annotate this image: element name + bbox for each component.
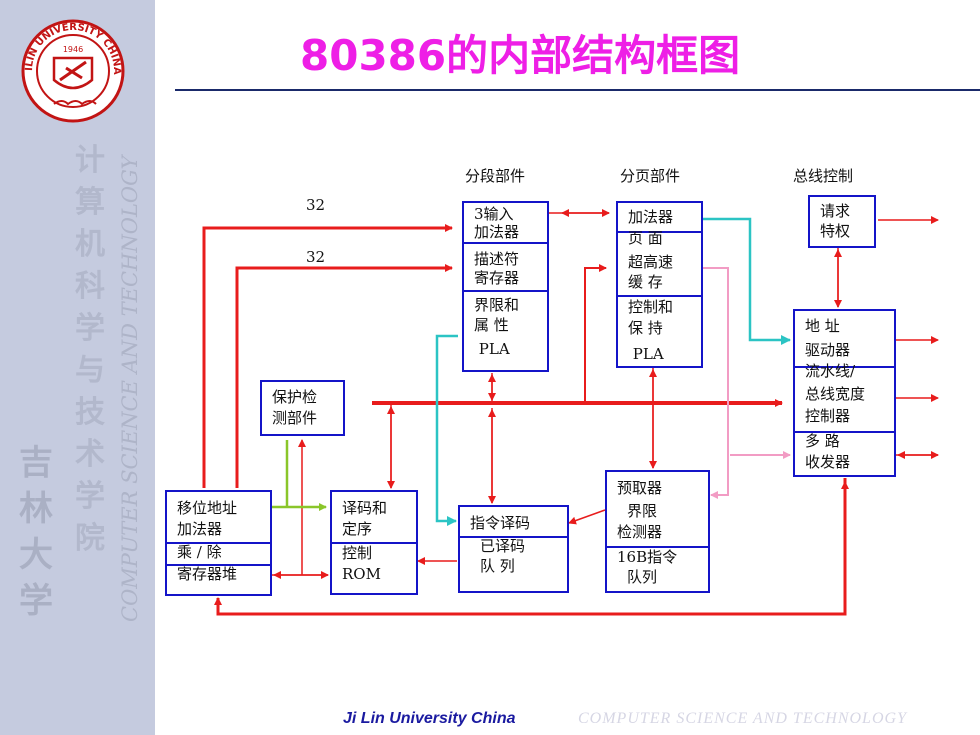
busctl-line-6: 多 路 [805, 433, 840, 450]
segmentation-unit-block: 3输入 加法器 描述符 寄存器 界限和 属 性 PLA [462, 201, 549, 372]
separator [618, 231, 701, 233]
segment-unit-header: 分段部件 [465, 167, 526, 185]
svg-text:1946: 1946 [63, 45, 83, 54]
separator [464, 290, 547, 292]
separator [167, 542, 270, 544]
university-name-cn: 吉林大学 [19, 443, 53, 621]
title-rule [175, 89, 980, 91]
decode-line-1: 译码和 [342, 500, 388, 517]
busctl-line-5: 控制器 [805, 408, 851, 425]
sidebar: JILIN UNIVERSITY CHINA 1946 计算机科学与技术学院 吉… [0, 0, 155, 735]
decode-line-2: 定序 [342, 521, 373, 538]
separator [464, 242, 547, 244]
busctl-line-4: 总线宽度 [805, 386, 866, 403]
busctl-line-2: 驱动器 [805, 342, 851, 359]
separator [795, 431, 894, 433]
protection-check-block: 保护检 测部件 [260, 380, 345, 436]
cyan-lines [435, 217, 791, 526]
bus-width-label-2: 32 [306, 248, 326, 266]
page-line-1: 加法器 [628, 209, 674, 226]
bus-width-label-1: 32 [306, 196, 326, 214]
req-line-2: 特权 [820, 223, 851, 240]
request-privilege-block: 请求 特权 [808, 195, 876, 248]
separator [332, 542, 416, 544]
page-line-4: 缓 存 [628, 274, 663, 291]
prot-line-1: 保护检 [272, 389, 318, 406]
busctl-line-7: 收发器 [805, 454, 851, 471]
alu-line-1: 移位地址 [177, 500, 238, 517]
separator [460, 536, 567, 538]
college-name-cn: 计算机科学与技术学院 [75, 143, 105, 556]
busctl-line-3: 流水线/ [805, 363, 856, 380]
seg-line-4: 寄存器 [474, 270, 520, 287]
alu-line-2: 加法器 [177, 521, 223, 538]
separator [167, 564, 270, 566]
seg-line-7: PLA [474, 341, 510, 358]
seg-line-2: 加法器 [474, 224, 520, 241]
prefetch-line-4: 16B指令 [617, 549, 678, 566]
instruction-decode-block: 指令译码 已译码 队 列 [458, 505, 569, 593]
pink-lines [703, 267, 791, 499]
slide-title: 80386的内部结构框图 [300, 31, 741, 80]
req-line-1: 请求 [820, 203, 851, 220]
bus-control-block: 地 址 驱动器 流水线/ 总线宽度 控制器 多 路 收发器 [793, 309, 896, 477]
footer-college: COMPUTER SCIENCE AND TECHNOLOGY [578, 710, 907, 727]
seg-line-5: 界限和 [474, 297, 520, 314]
red-bus-lines [202, 209, 939, 616]
address-alu-block: 移位地址 加法器 乘 / 除 寄存器堆 [165, 490, 272, 596]
instr-line-2: 已译码 [480, 538, 526, 555]
instr-line-1: 指令译码 [470, 515, 531, 532]
page-line-7: PLA [628, 346, 664, 363]
prefetch-line-1: 预取器 [617, 480, 663, 497]
paging-unit-block: 加法器 页 面 超高速 缓 存 控制和 保 持 PLA [616, 201, 703, 368]
university-logo: JILIN UNIVERSITY CHINA 1946 [20, 18, 125, 123]
prefetch-line-5: 队列 [627, 569, 658, 586]
seg-line-1: 3输入 [474, 206, 514, 223]
footer-university: Ji Lin University China [343, 710, 516, 727]
prefetch-line-2: 界限 [627, 503, 658, 520]
instr-line-3: 队 列 [480, 558, 515, 575]
decode-line-4: ROM [342, 566, 381, 583]
green-lines [272, 440, 327, 511]
decode-control-rom-block: 译码和 定序 控制 ROM [330, 490, 418, 595]
alu-line-4: 寄存器堆 [177, 566, 238, 583]
alu-line-3: 乘 / 除 [177, 544, 222, 561]
separator [618, 295, 701, 297]
decode-line-3: 控制 [342, 545, 373, 562]
page-line-3: 超高速 [628, 254, 674, 271]
page-line-2: 页 面 [628, 230, 663, 247]
prefetch-line-3: 检测器 [617, 524, 663, 541]
separator [795, 366, 894, 368]
page-line-6: 保 持 [628, 320, 663, 337]
separator [607, 546, 708, 548]
seg-line-3: 描述符 [474, 251, 520, 268]
prefetch-unit-block: 预取器 界限 检测器 16B指令 队列 [605, 470, 710, 593]
busctl-line-1: 地 址 [805, 318, 840, 335]
page-line-5: 控制和 [628, 299, 674, 316]
prot-line-2: 测部件 [272, 410, 318, 427]
paging-unit-header: 分页部件 [620, 167, 681, 185]
bus-control-header: 总线控制 [793, 167, 854, 185]
seg-line-6: 属 性 [474, 317, 509, 334]
